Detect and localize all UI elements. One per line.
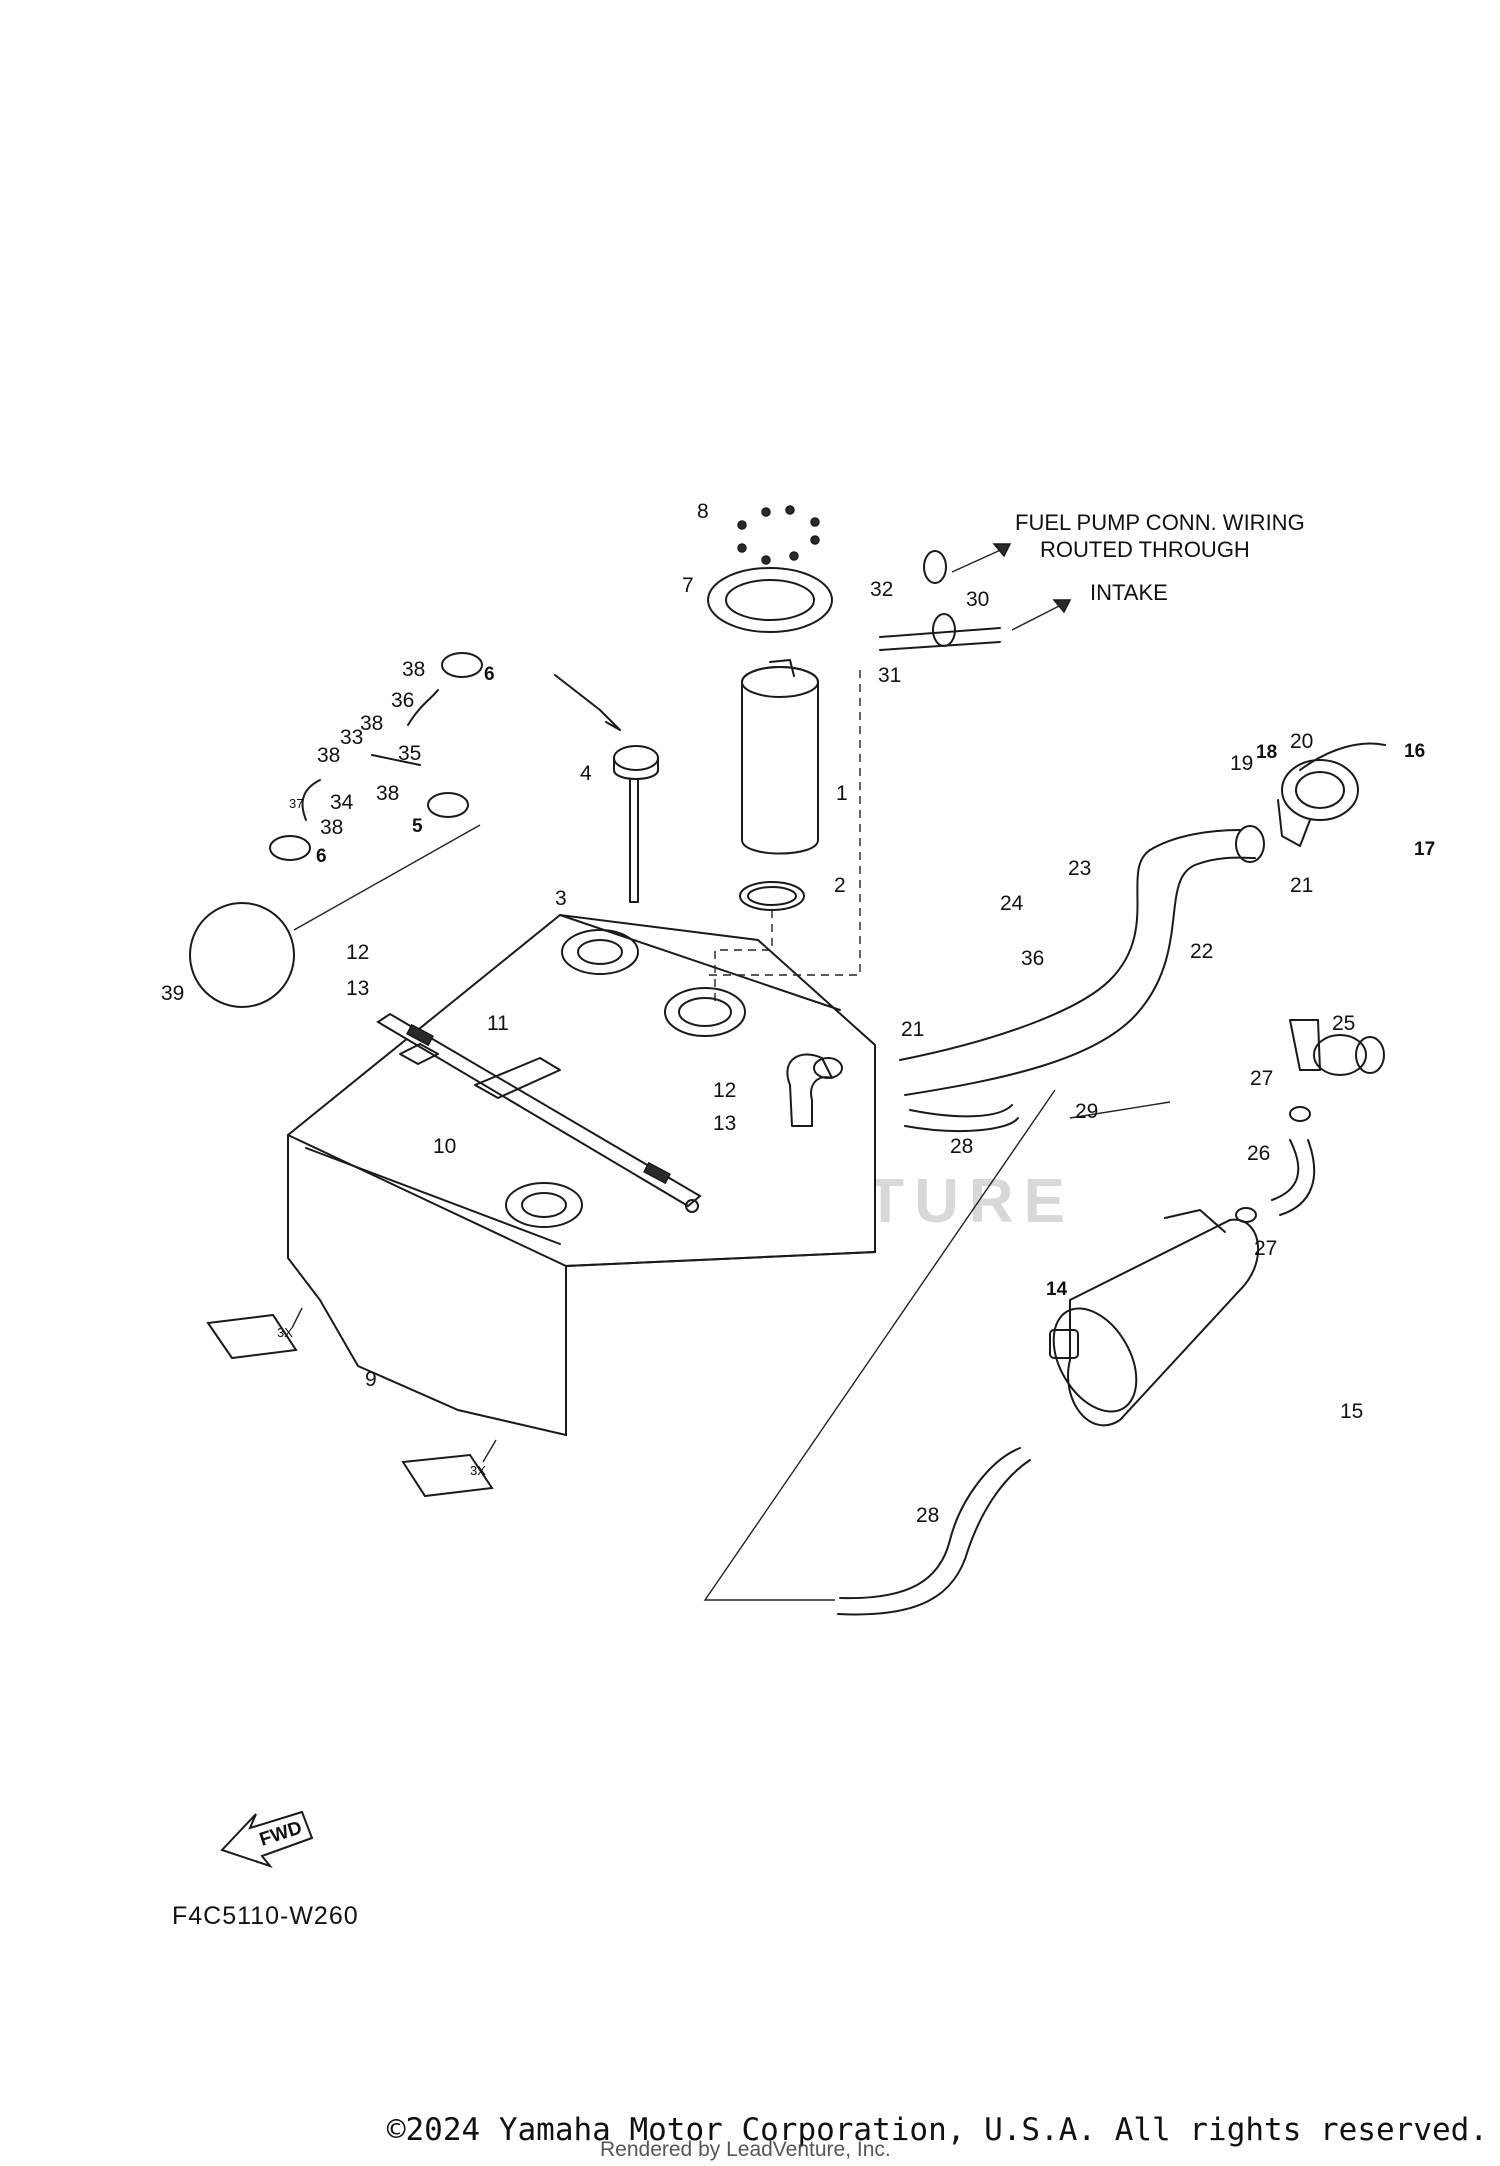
callout-22: 22 [1190,940,1213,963]
clamp-27 [1235,1207,1257,1223]
fuel-sender [554,674,659,903]
callout-12: 12 [713,1079,736,1102]
callout-7: 7 [682,574,694,597]
callout-8: 8 [697,500,709,523]
note-intake: INTAKE [1090,580,1168,605]
callout-36: 36 [391,689,414,712]
pump-gasket [739,881,805,911]
detail-leader [293,824,481,931]
hose-26 [1271,1139,1316,1216]
callout-18: 18 [1256,742,1277,763]
connector-25 [1289,1019,1385,1076]
callout-9: 9 [365,1368,377,1391]
callout-29: 29 [1075,1100,1098,1123]
pads-9: 3X 3X [206,1307,497,1498]
arrow-head [992,543,1012,558]
diagram-code: F4C5110-W260 [172,1902,359,1930]
callout-38: 38 [360,712,383,735]
callout-4: 4 [580,762,592,785]
callout-39: 39 [161,982,184,1005]
bolts-8 [737,505,820,565]
callout-14: 14 [1046,1279,1068,1300]
callout-28: 28 [950,1135,973,1158]
callout-10: 10 [433,1135,456,1158]
callout-33: 33 [340,726,363,749]
callout-27: 27 [1254,1237,1277,1260]
breather-hose [837,1104,1031,1616]
arrow-intake [1011,602,1066,631]
callout-1: 1 [836,782,848,805]
callout-6: 6 [484,664,495,685]
vent-fittings [269,652,483,861]
detail-view-39 [189,902,295,1008]
fuel-tank [287,913,876,1437]
callout-21: 21 [1290,874,1313,897]
callout-28: 28 [916,1504,939,1527]
callout-13: 13 [713,1112,736,1135]
callout-5: 5 [412,816,423,837]
callout-25: 25 [1332,1012,1355,1035]
fuel-filter [1049,1209,1259,1427]
qty-label: 3X [470,1463,486,1478]
callout-21: 21 [901,1018,924,1041]
arrow-head [1052,599,1072,614]
callout-38: 38 [402,658,425,681]
callout-15: 15 [1340,1400,1363,1423]
leader-29 [703,1089,1056,1601]
callout-32: 32 [870,578,893,601]
callout-34: 34 [330,791,354,814]
tank-strap [376,1012,702,1213]
callout-3: 3 [555,887,567,910]
callout-24: 24 [1000,892,1024,915]
callout-13: 13 [346,977,369,1000]
callout-16: 16 [1404,741,1425,762]
note-wiring-line1: FUEL PUMP CONN. WIRING [1015,510,1305,535]
leader-29 [1069,1101,1171,1119]
grommets-30 [879,550,1001,651]
qty-label: 3X [277,1325,293,1340]
dashed-leader [705,670,861,976]
callout-37: 37 [289,796,303,811]
callout-20: 20 [1290,730,1313,753]
filler-hose [899,825,1265,1096]
filler-cap [1277,742,1386,847]
callout-2: 2 [834,874,846,897]
callout-31: 31 [878,664,901,687]
clamp-27 [1289,1106,1311,1122]
callout-17: 17 [1414,839,1435,860]
callout-30: 30 [966,588,989,611]
callout-36: 36 [1021,947,1044,970]
callout-35: 35 [398,742,421,765]
callout-6: 6 [316,846,327,867]
fwd-arrow-icon: FWD [220,1810,314,1869]
callout-38: 38 [320,816,343,839]
arrow-wiring [951,547,1006,573]
callout-38: 38 [317,744,340,767]
callout-27: 27 [1250,1067,1273,1090]
tank-pads-10 [399,1043,561,1099]
callout-23: 23 [1068,857,1091,880]
rendered-by-credit: Rendered by LeadVenture, Inc. [600,2138,891,2161]
callout-11: 11 [487,1012,509,1035]
callout-12: 12 [346,941,369,964]
callout-38: 38 [376,782,399,805]
fuel-pump [741,659,819,855]
pump-plate [707,567,833,633]
dashed-leader [714,910,773,1005]
copyright-notice: ©2024 Yamaha Motor Corporation, U.S.A. A… [386,2112,1488,2148]
callout-26: 26 [1247,1142,1270,1165]
note-wiring-line2: ROUTED THROUGH [1040,537,1250,562]
callout-19: 19 [1230,752,1253,775]
